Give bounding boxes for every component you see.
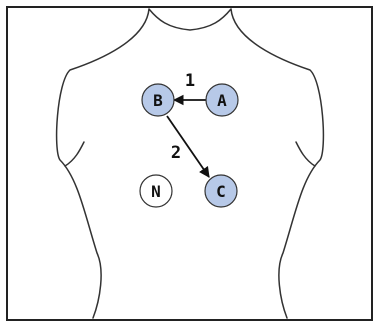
edge-b-c — [166, 115, 210, 178]
edge-label-2: 2 — [171, 143, 181, 163]
left-arm-crease — [64, 141, 85, 167]
edge-label-1: 1 — [185, 71, 195, 91]
node-n: N — [139, 174, 173, 208]
node-a-label: A — [217, 91, 227, 110]
node-a: A — [205, 83, 239, 117]
node-c-label: C — [216, 182, 226, 201]
node-n-label: N — [151, 182, 161, 201]
right-arm-crease — [295, 141, 316, 167]
node-c-circle — [204, 174, 238, 208]
node-b-label: B — [153, 91, 163, 110]
node-b: B — [141, 83, 175, 117]
torso-outline — [55, 8, 325, 319]
node-n-circle — [139, 174, 173, 208]
node-c: C — [204, 174, 238, 208]
node-a-circle — [205, 83, 239, 117]
node-b-circle — [141, 83, 175, 117]
